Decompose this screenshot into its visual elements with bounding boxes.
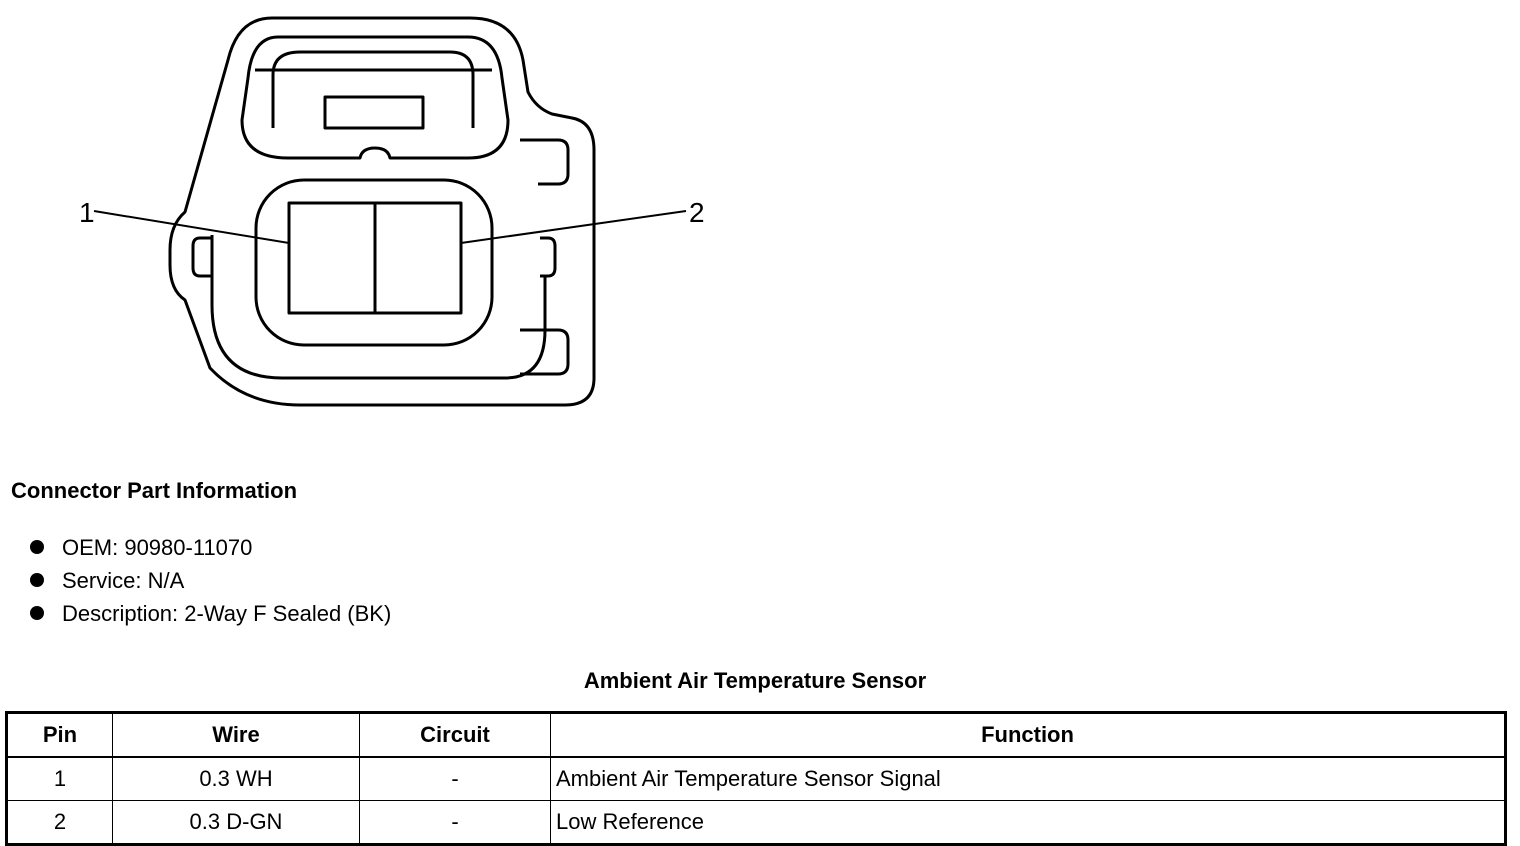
upper-right-rib <box>520 138 570 186</box>
bullet-icon <box>30 606 44 620</box>
table-row: 2 0.3 D-GN - Low Reference <box>6 800 1506 845</box>
terminal-cavity <box>254 178 494 347</box>
cell-circuit: - <box>359 756 551 801</box>
cell-pin: 1 <box>6 756 113 801</box>
cell-function: Low Reference <box>550 800 1506 845</box>
list-item: Service: N/A <box>28 564 391 597</box>
table-title: Ambient Air Temperature Sensor <box>583 668 927 693</box>
pin-1-terminal <box>287 201 377 315</box>
header-circuit: Circuit <box>359 712 551 758</box>
connector-info-list: OEM: 90980-11070 Service: N/A Descriptio… <box>28 531 391 630</box>
left-lock-tab <box>191 236 212 278</box>
table-header-row: Pin Wire Circuit Function <box>6 712 1506 758</box>
table-row: 1 0.3 WH - Ambient Air Temperature Senso… <box>6 756 1506 801</box>
connector-info-heading: Connector Part Information <box>11 478 298 503</box>
right-lock-tab <box>540 236 557 278</box>
header-wire: Wire <box>112 712 360 758</box>
pin-1-callout: 1 <box>79 197 95 228</box>
pin-2-leader-line <box>460 210 687 244</box>
connector-housing-outline <box>168 16 596 407</box>
bullet-icon <box>30 573 44 587</box>
list-item: OEM: 90980-11070 <box>28 531 391 564</box>
cell-pin: 2 <box>6 800 113 845</box>
cell-wire: 0.3 WH <box>112 756 360 801</box>
connector-face-diagram: 1 2 <box>79 16 705 407</box>
lower-right-rib <box>520 328 570 376</box>
connector-description: Description: 2-Way F Sealed (BK) <box>62 601 392 626</box>
service-part-number: Service: N/A <box>62 568 185 593</box>
pin-2-terminal <box>373 201 463 315</box>
latch-arm <box>271 50 475 128</box>
bullet-icon <box>30 540 44 554</box>
cell-circuit: - <box>359 800 551 845</box>
latch-window <box>323 95 425 130</box>
header-function: Function <box>550 712 1506 758</box>
pin-1-leader-line <box>93 210 290 244</box>
header-pin: Pin <box>6 712 113 758</box>
latch-housing <box>240 35 510 160</box>
list-item: Description: 2-Way F Sealed (BK) <box>28 597 391 630</box>
oem-part-number: OEM: 90980-11070 <box>62 535 253 560</box>
cell-function: Ambient Air Temperature Sensor Signal <box>550 756 1506 801</box>
pinout-table: Pin Wire Circuit Function 1 0.3 WH - Amb… <box>5 711 1507 846</box>
pin-2-callout: 2 <box>689 197 705 228</box>
connector-inner-outline <box>210 235 547 380</box>
cell-wire: 0.3 D-GN <box>112 800 360 845</box>
